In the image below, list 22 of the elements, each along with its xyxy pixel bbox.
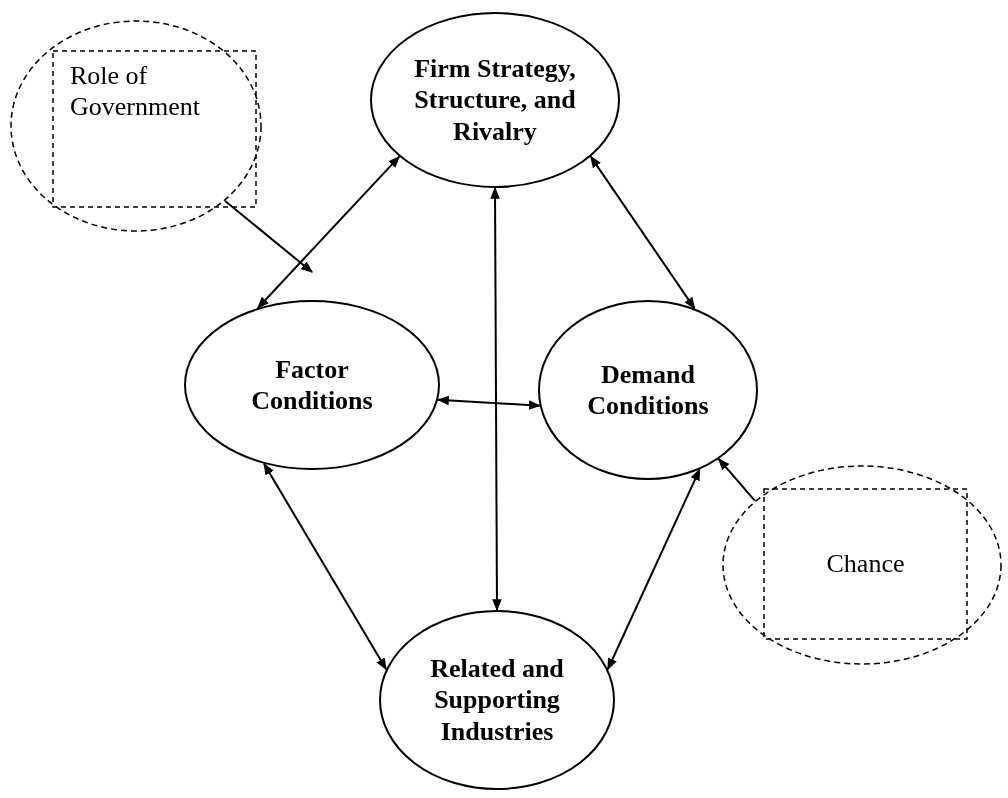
arrow: [606, 468, 701, 671]
ellipse-node: [370, 12, 620, 188]
ellipse-node: [184, 300, 440, 470]
node-label: Demand Conditions: [586, 358, 710, 422]
dashed-ellipse: [10, 20, 262, 232]
arrow: [589, 155, 696, 310]
node-label: Role of Government: [70, 60, 201, 123]
arrow: [436, 395, 541, 410]
node-label: Chance: [826, 548, 905, 580]
node-label: Factor Conditions: [250, 353, 374, 417]
arrow: [256, 155, 401, 309]
ellipse-node: [379, 610, 615, 790]
node-label: Related and Supporting Industries: [429, 653, 565, 747]
ellipse-node: [538, 300, 758, 480]
node-label: Firm Strategy, Structure, and Rivalry: [413, 53, 577, 147]
dashed-box: [763, 488, 968, 640]
arrow: [263, 462, 388, 671]
arrow: [717, 457, 756, 502]
arrow: [490, 186, 502, 612]
arrow: [224, 199, 313, 273]
dashed-ellipse: [722, 465, 1002, 665]
dashed-box: [52, 50, 257, 208]
